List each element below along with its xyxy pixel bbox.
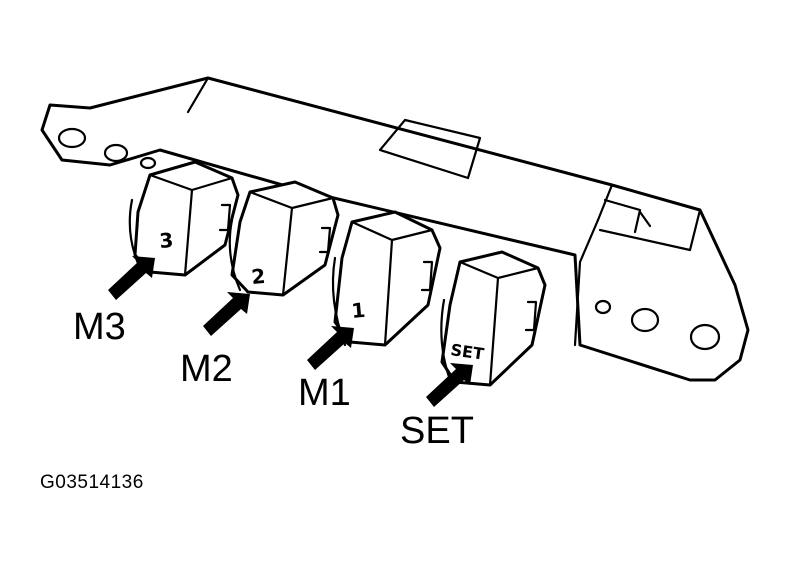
button-m2-key: 2: [250, 264, 266, 289]
button-m2[interactable]: 2: [228, 180, 340, 297]
button-m3-key: 3: [158, 228, 174, 253]
mounting-hole-right-3: [689, 323, 721, 351]
figure-code: G03514136: [40, 472, 144, 493]
mounting-hole-left-2: [103, 143, 129, 163]
button-m1[interactable]: 1: [331, 210, 442, 347]
arrow-m1-icon: [307, 326, 354, 370]
callout-set-label: SET: [400, 410, 474, 452]
mounting-hole-right-1: [594, 299, 612, 315]
callout-m2-label: M2: [180, 348, 233, 390]
arrow-m3-icon: [108, 256, 155, 300]
mounting-bracket: [40, 76, 750, 382]
callout-m1-label: M1: [298, 372, 351, 414]
button-set-key: SET: [449, 340, 485, 363]
mounting-hole-left-1: [57, 127, 87, 149]
button-m3[interactable]: 3: [128, 160, 240, 277]
arrow-m2-icon: [203, 292, 250, 336]
mounting-hole-left-3: [139, 156, 157, 170]
arrow-set-icon: [426, 363, 473, 407]
button-m1-key: 1: [350, 298, 366, 323]
callout-m3-label: M3: [73, 306, 126, 348]
button-set[interactable]: SET: [440, 250, 547, 387]
mounting-hole-right-2: [630, 307, 660, 333]
